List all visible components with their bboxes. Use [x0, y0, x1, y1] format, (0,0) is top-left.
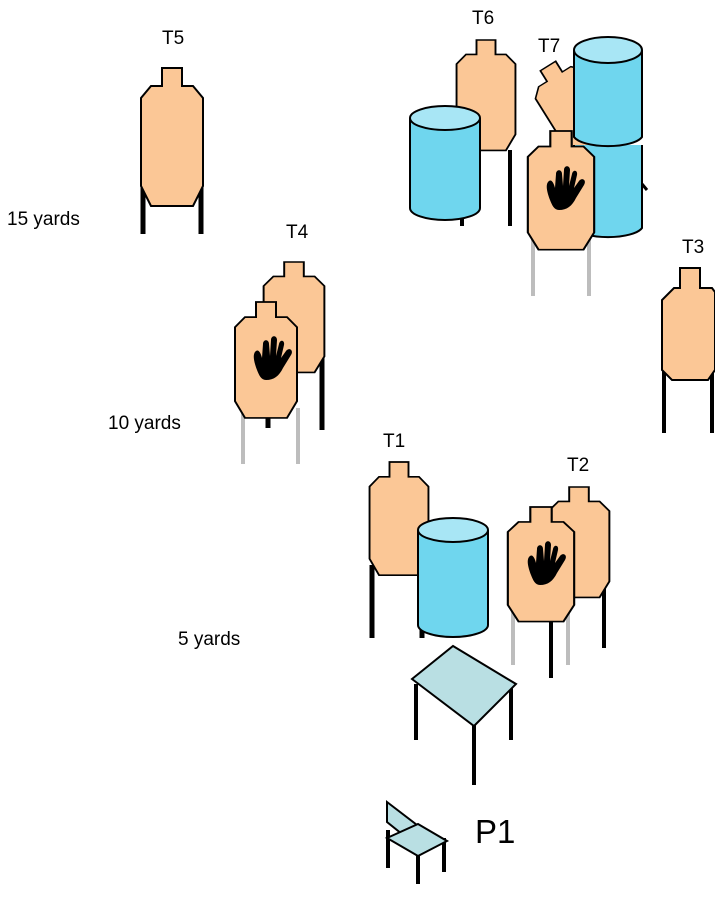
target-t7-label: T7 — [538, 36, 560, 57]
chair — [384, 799, 450, 884]
distance-15-yards: 15 yards — [7, 209, 80, 230]
target-t2-label: T2 — [567, 455, 589, 476]
distance-10-yards: 10 yards — [108, 413, 181, 434]
target-t5: T5 — [140, 28, 204, 234]
no-shoot-target-t4 — [234, 301, 300, 464]
no-shoot-target-upper — [526, 129, 596, 296]
start-position-label: P1 — [475, 813, 515, 850]
target-t3-label: T3 — [682, 237, 704, 258]
target-t4-label: T4 — [286, 222, 309, 243]
no-shoot-target-t2 — [506, 505, 576, 665]
target-t1-label: T1 — [383, 431, 405, 452]
distance-5-yards: 5 yards — [178, 629, 240, 650]
table — [410, 644, 518, 785]
target-t7: T7 — [523, 36, 624, 164]
target-t3: T3 — [661, 237, 715, 433]
target-t6-label: T6 — [472, 8, 494, 29]
barrel-left-top — [409, 105, 481, 221]
barrel-t1 — [417, 517, 489, 638]
target-t5-label: T5 — [162, 28, 184, 49]
